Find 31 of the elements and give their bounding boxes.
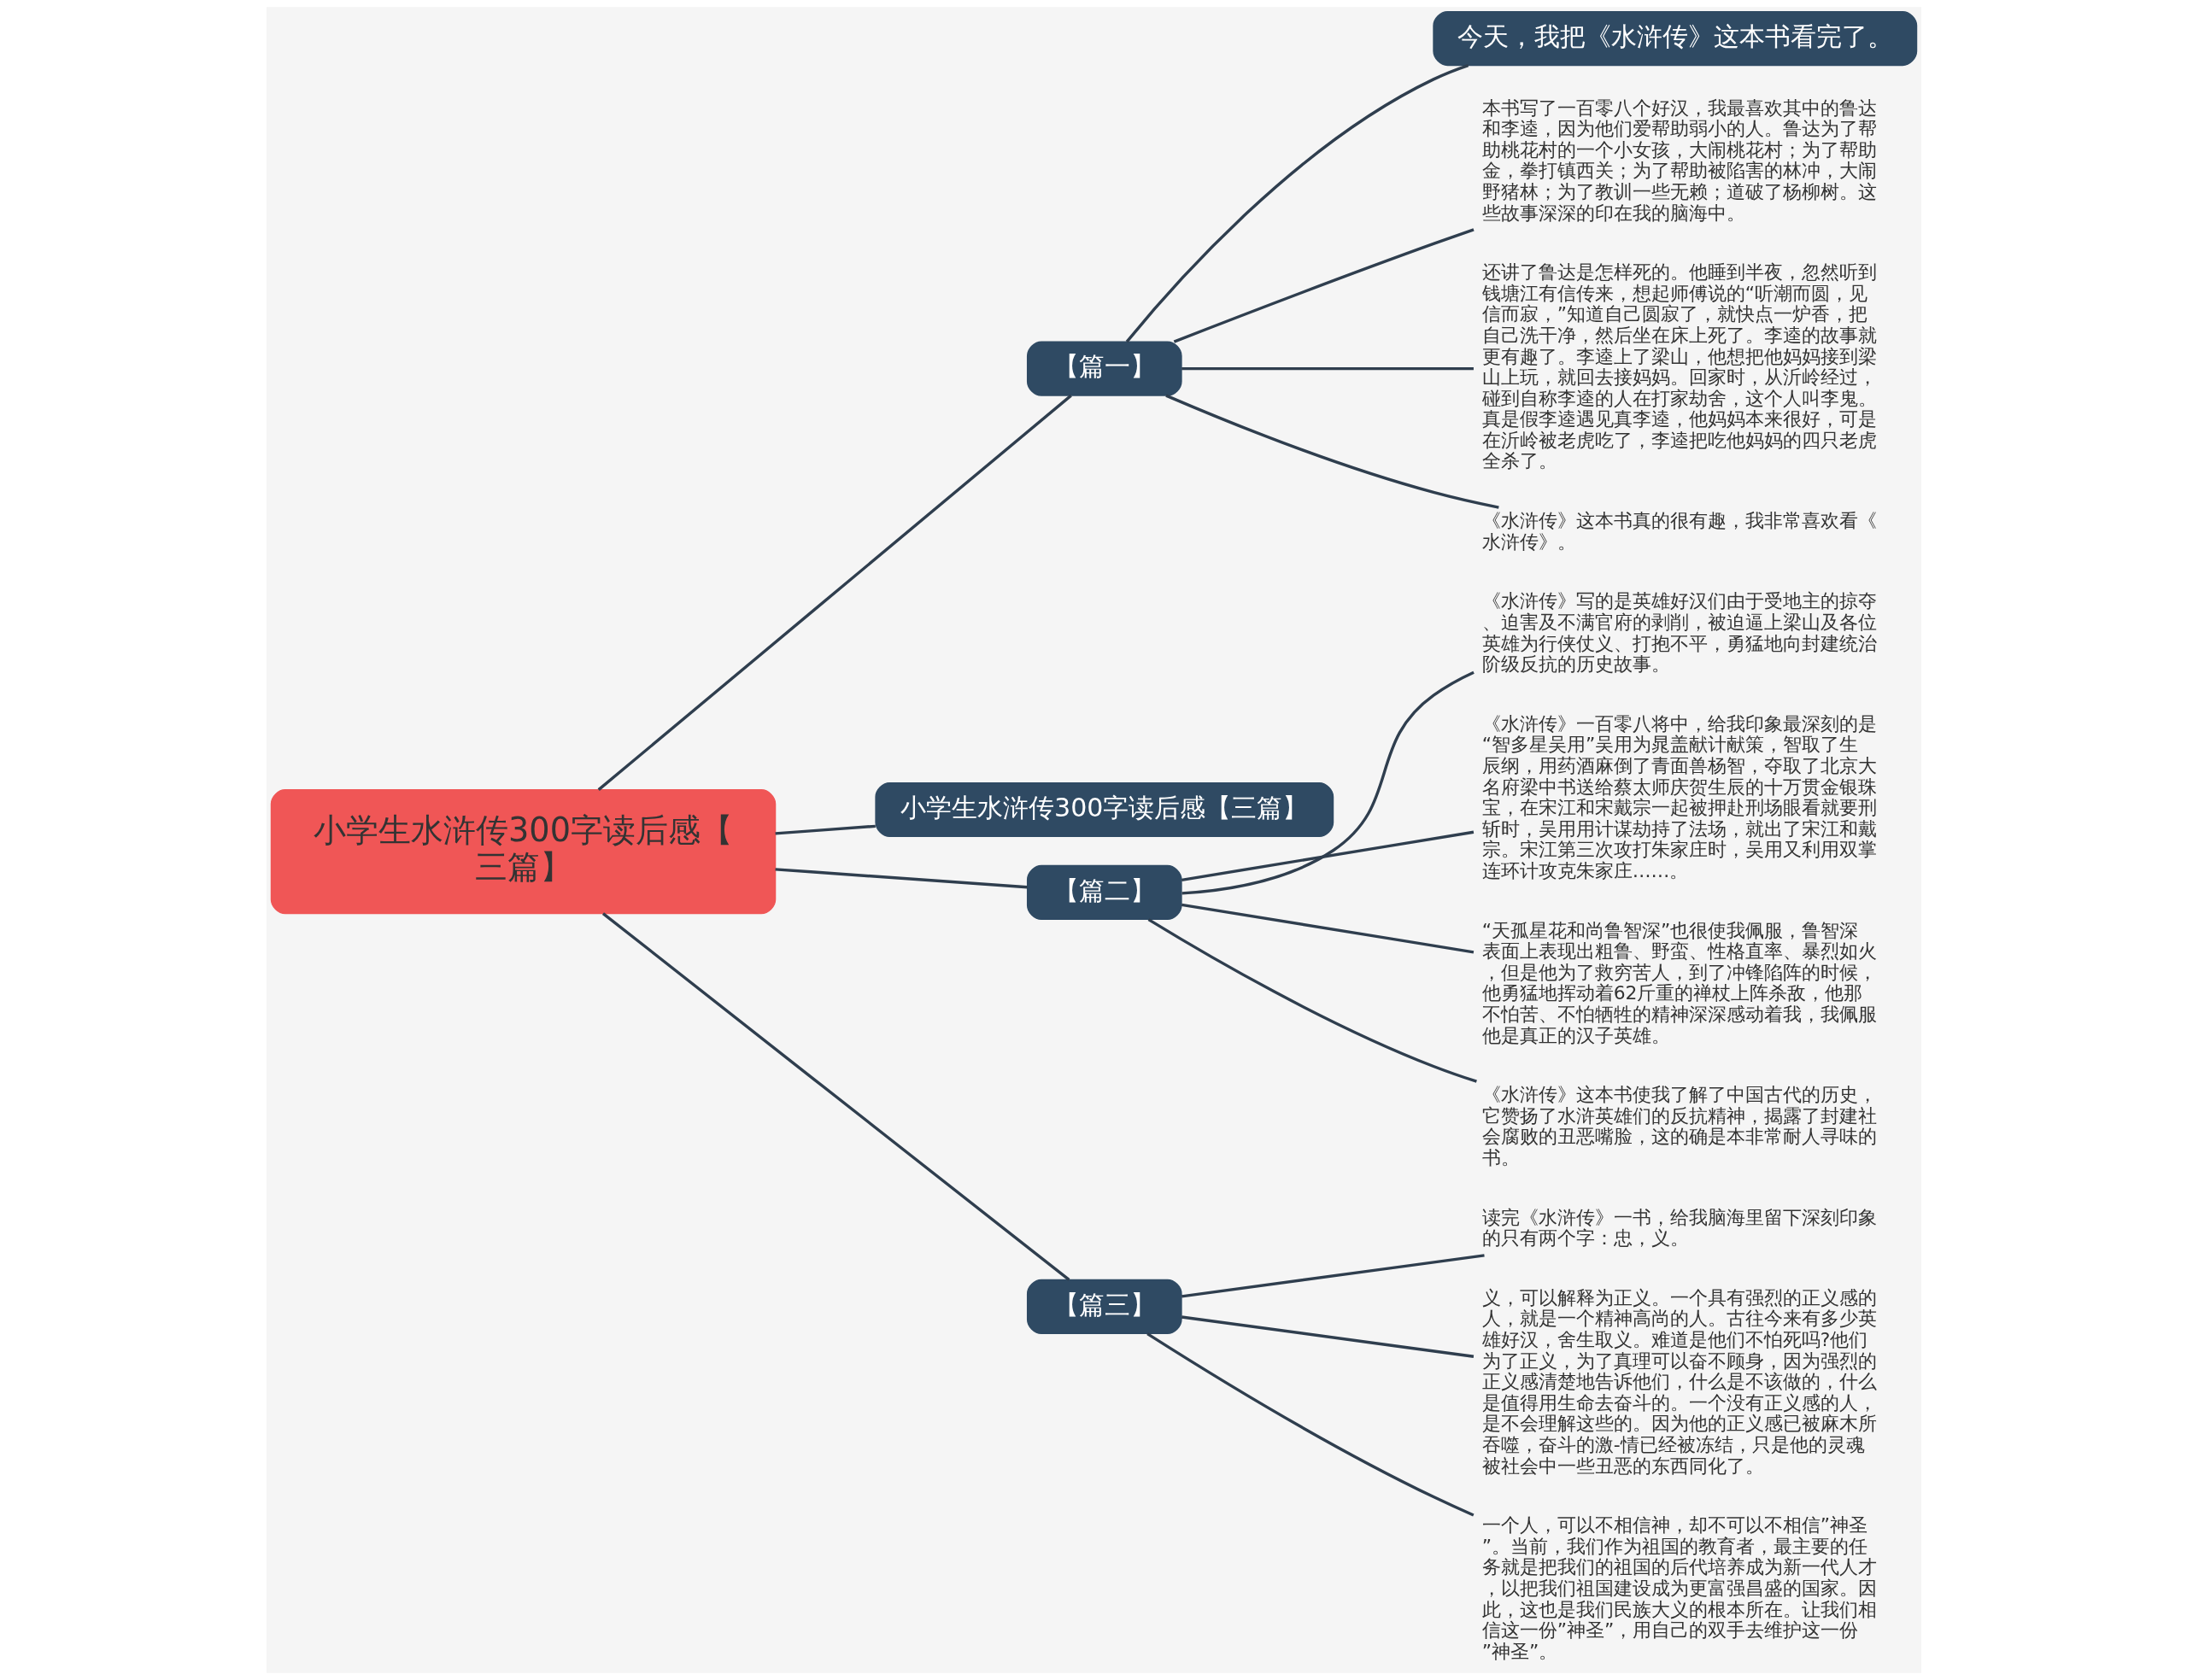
node-box: 【篇三】 [1026, 1279, 1182, 1334]
node-text: 《水浒传》这本书真的很有趣，我非常喜欢看《水浒传》。 [1481, 510, 1877, 553]
connector [601, 912, 1070, 1281]
connector [1181, 830, 1474, 882]
connector [1181, 903, 1474, 954]
connector [1181, 1254, 1485, 1298]
node-text: “天孤星花和尚鲁智深”也很使我佩服，鲁智深表面上表现出粗鲁、野蛮、性格直率、暴烈如火，但是他为了救穷苦人，到了冲锋陷阵的时候，他勇猛地挥动着62斤重的禅杖上阵杀敌，他那不怕苦、不怕牺牲的精神深深感动着我，我佩服他是真正的汉子英雄。 [1481, 919, 1877, 1046]
connector [597, 394, 1072, 791]
node-box: 【篇二】 [1026, 864, 1182, 921]
node-box: 小学生水浒传300字读后感【三篇】 [874, 781, 1334, 838]
connector [1146, 1332, 1474, 1517]
node-text: 《水浒传》这本书使我了解了中国古代的历史，它赞扬了水浒英雄们的反抗精神，揭露了封建社会腐败的丑恶嘴脸，这的确是本非常耐人寻味的书。 [1481, 1084, 1877, 1168]
node-text: 《水浒传》写的是英雄好汉们由于受地主的掠夺、迫害及不满官府的剥削，被迫逼上梁山及各位英雄为行侠仗义、打抱不平，勇猛地向封建统治阶级反抗的历史故事。 [1481, 590, 1877, 676]
connector [1181, 1315, 1474, 1358]
node-box: 【篇一】 [1026, 341, 1182, 396]
connector [1164, 394, 1499, 509]
node-box: 今天，我把《水浒传》这本书看完了。 [1432, 10, 1917, 67]
connector [775, 824, 876, 835]
connector [1173, 228, 1475, 343]
node-text: 义，可以解释为正义。一个具有强烈的正义感的人，就是一个精神高尚的人。古往今来有多少英雄好汉，舍生取义。难道是他们不怕死吗?他们为了正义，为了真理可以奋不顾身，因为强烈的正义感清楚地告诉他们，什么是不该做的，什么是值得用生命去奋斗的。一个没有正义感的人，是不会理解这些的。因为他的正义感已被麻木所吞噬，奋斗的激-情已经被冻结，只是他的灵魂被社会中一些丑恶的东西同化了。 [1481, 1286, 1877, 1477]
node-text: 读完《水浒传》一书，给我脑海里留下深刻印象的只有两个字：忠，义。 [1481, 1206, 1877, 1250]
connector [1181, 366, 1474, 371]
node-text: 本书写了一百零八个好汉，我最喜欢其中的鲁达和李逵，因为他们爱帮助弱小的人。鲁达为了帮助桃花村的一个小女孩，大闹桃花村；为了帮助金，拳打镇西关；为了帮助被陷害的林冲，大闹野猪林；为了教训一些无赖；道破了杨柳树。这些故事深深的印在我的脑海中。 [1481, 97, 1877, 224]
connector [1147, 918, 1477, 1083]
node-box: 小学生水浒传300字读后感【三篇】 [270, 789, 776, 915]
connector [775, 868, 1028, 889]
connector [1125, 63, 1469, 343]
connector [1181, 670, 1475, 895]
node-text: 一个人，可以不相信神，却不可以不相信”神圣”。当前，我们作为祖国的教育者，最主要的任务就是把我们的祖国的后代培养成为新一代人才，以把我们祖国建设成为更富强昌盛的国家。因此，这也是我们民族大义的根本所在。让我们相信这一份”神圣”，用自己的双手去维护这一份”神圣”。 [1481, 1514, 1877, 1662]
node-text: 《水浒传》一百零八将中，给我印象最深刻的是“智多星吴用”吴用为晁盖献计献策，智取了生辰纲，用药酒麻倒了青面兽杨智，夺取了北京大名府梁中书送给蔡太师庆贺生辰的十万贯金银珠宝，在宋江和宋戴宗一起被押赴刑场眼看就要刑斩时，吴用用计谋劫持了法场，就出了宋江和戴宗。宋江第三次攻打朱家庄时，吴用又利用双掌连环计攻克朱家庄……。 [1481, 712, 1877, 881]
node-text: 还讲了鲁达是怎样死的。他睡到半夜，忽然听到钱塘江有信传来，想起师傅说的“听潮而圆，见信而寂，”知道自己圆寂了，就快点一炉香，把自己洗干净，然后坐在床上死了。李逵的故事就更有趣了。李逵上了梁山，他想把他妈妈接到梁山上玩，就回去接妈妈。回家时，从沂岭经过，碰到自称李逵的人在打家劫舍，这个人叫李鬼。真是假李逵遇见真李逵，他妈妈本来很好，可是在沂岭被老虎吃了，李逵把吃他妈妈的四只老虎全杀了。 [1481, 261, 1877, 472]
